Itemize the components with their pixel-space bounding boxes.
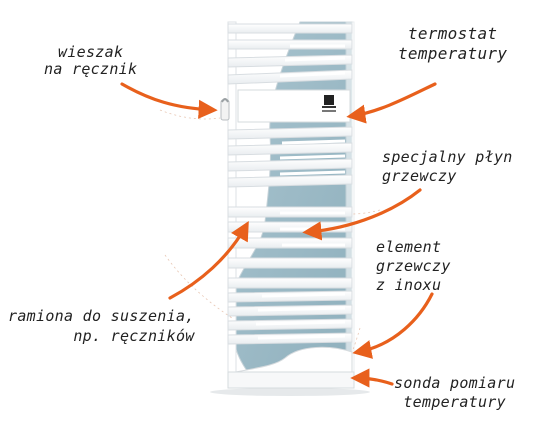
curved-arrow-icon (120, 82, 437, 388)
thermostat-display (324, 95, 334, 105)
label-temp-probe: sonda pomiaru temperatury (394, 374, 515, 412)
panel-slots-top (279, 44, 346, 78)
towel-hook-icon (220, 98, 230, 121)
towel-hook-line2: na ręcznik (44, 60, 138, 78)
temp-probe-line2: temperatury (403, 393, 506, 411)
label-towel-hook: wieszak na ręcznik (44, 44, 137, 78)
towel-hook-line1: wieszak (57, 43, 124, 61)
arrow-heating-plate (302, 188, 422, 241)
floor-shadow (210, 388, 370, 396)
heating-element-line2: grzewczy (376, 257, 451, 275)
heating-plate-line2: grzewczy (382, 167, 457, 185)
arrow-temp-probe (350, 368, 394, 388)
bottom-cover (235, 346, 353, 373)
drying-arms-line2: np. ręczników (73, 327, 195, 345)
arrow-towel-hook (120, 82, 218, 119)
bottom-plinth (227, 371, 355, 389)
label-heating-plate: specjalny płyn grzewczy (382, 148, 513, 186)
heating-element-line1: element (376, 238, 442, 256)
heating-plate-line1: specjalny płyn (382, 148, 513, 166)
label-heating-element: element grzewczy z inoxu (376, 238, 451, 295)
panel-slots-bottom (255, 292, 346, 340)
thermostat-line1: termostat (407, 24, 498, 43)
label-drying-arms: ramiona do suszenia, np. ręczników (8, 306, 195, 346)
temp-probe-line1: sonda pomiaru (394, 374, 516, 392)
arrow-thermostat (346, 82, 437, 124)
heating-element-line3: z inoxu (376, 276, 442, 294)
arrow-drying-arms (168, 220, 249, 300)
thermostat-line2: temperatury (398, 44, 508, 63)
arrow-heating-element (352, 292, 434, 359)
drying-arms-line1: ramiona do suszenia, (8, 307, 195, 325)
label-thermostat: termostat temperatury (398, 24, 507, 64)
